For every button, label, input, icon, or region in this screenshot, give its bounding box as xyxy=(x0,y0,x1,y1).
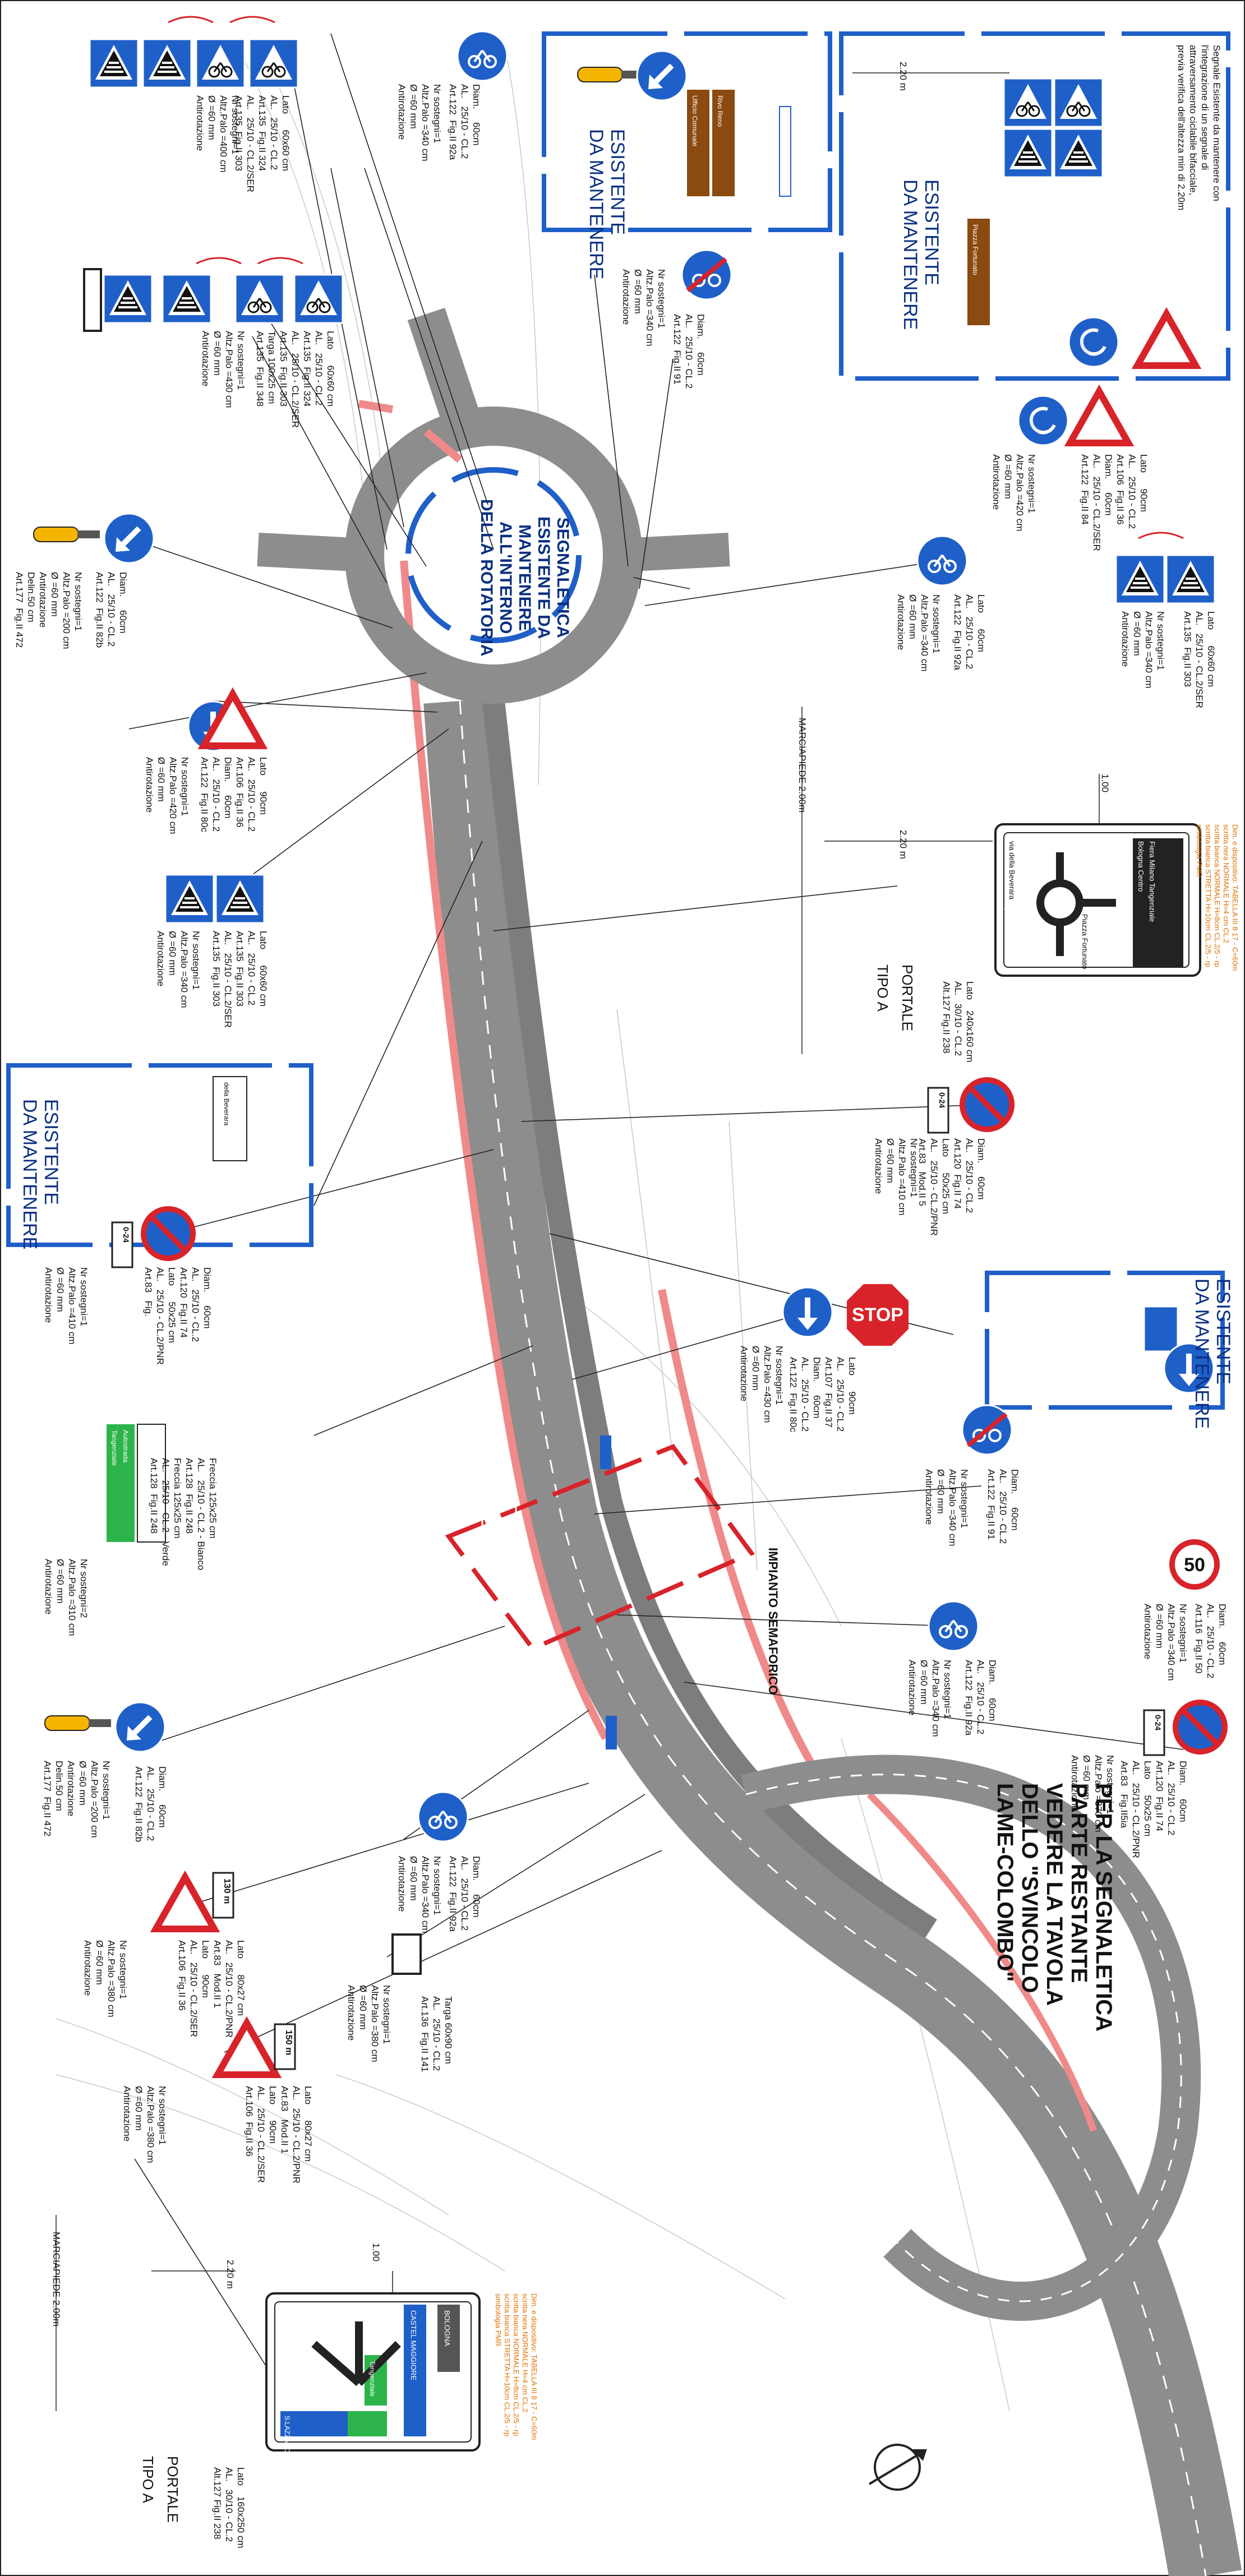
existing-direction-4: della Beverara xyxy=(223,1082,230,1126)
time-plate-2: 0-24 xyxy=(122,1227,131,1243)
background-map-lines xyxy=(56,44,1010,2412)
portal-b-line-2: BOLOGNA xyxy=(443,2310,451,2347)
portal-a-line-3: via della Beverara xyxy=(1008,841,1016,900)
roundabout xyxy=(257,307,730,704)
portal-b-line-4: Tangenziale xyxy=(368,2361,376,2397)
portal-a-line-4: Piazza Fortunato xyxy=(1081,914,1089,969)
portal-b-line-1: CASTEL MAGGIORE xyxy=(409,2310,418,2381)
traffic-light-box xyxy=(445,1435,755,1749)
stop-sign-text: STOP xyxy=(852,1304,903,1326)
portal-b-line-3: S.LAZZARO DI S. xyxy=(283,2416,291,2470)
existing-sign-boxes xyxy=(6,31,1230,1410)
time-plate-3: 0-24 xyxy=(1154,1715,1163,1730)
portal-b-sign xyxy=(265,2292,481,2452)
portal-a-line-1: Bologna Centro xyxy=(1137,841,1145,892)
leader-lines xyxy=(128,33,1184,2389)
green-sign-2: Autostrada xyxy=(122,1430,130,1462)
time-plate-1: 0-24 xyxy=(938,1092,947,1108)
green-sign-1: Tangenziale xyxy=(110,1430,118,1466)
cycle-lane-1 xyxy=(400,560,610,1741)
sign-face-texts: STOP 50 130 m 150 m 0-24 0-24 0-24 Bolog… xyxy=(110,95,1205,2470)
cycle-lane-2 xyxy=(658,1289,833,1797)
portal-a-line-2: Fiera Milano Tangenziale xyxy=(1148,841,1156,922)
existing-direction-3: Piazza Fortunato xyxy=(971,224,979,275)
distance-150-text: 150 m xyxy=(284,2030,293,2055)
speed-limit-text: 50 xyxy=(1184,1554,1205,1576)
sign-icons xyxy=(33,16,1225,2491)
loop-ramp xyxy=(741,1755,1201,2321)
existing-direction-2: Rivo Reno xyxy=(716,95,724,127)
portal-a-sign xyxy=(994,823,1201,977)
cycle-lane-3 xyxy=(866,1792,1097,2132)
distance-130-text: 130 m xyxy=(222,1878,232,1904)
existing-direction-1: Ufficio Comunale xyxy=(691,95,699,146)
